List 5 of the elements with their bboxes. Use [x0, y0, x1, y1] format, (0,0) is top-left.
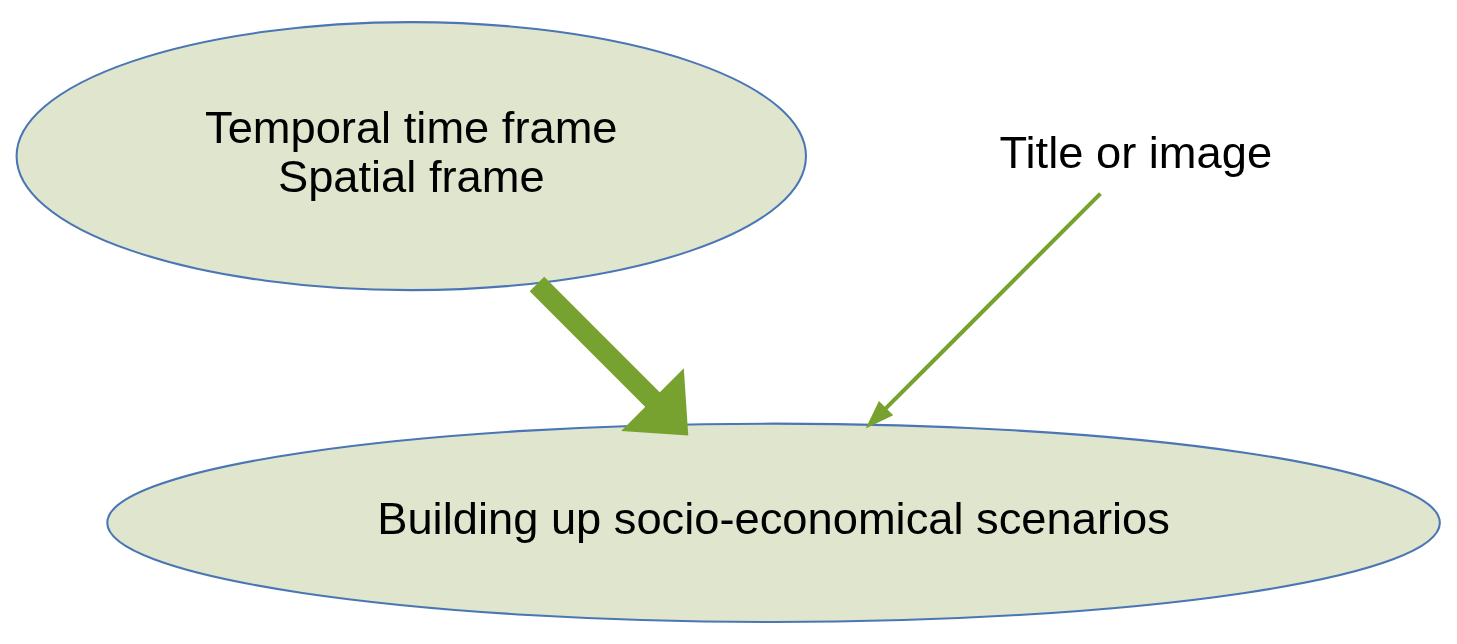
node-text: Title or image [999, 126, 1273, 178]
node-ellipse: Temporal time frame Spatial frame [15, 21, 807, 292]
arrow [865, 192, 1102, 429]
arrow [529, 276, 689, 436]
node-ellipse: Building up socio-economical scenarios [106, 422, 1441, 623]
